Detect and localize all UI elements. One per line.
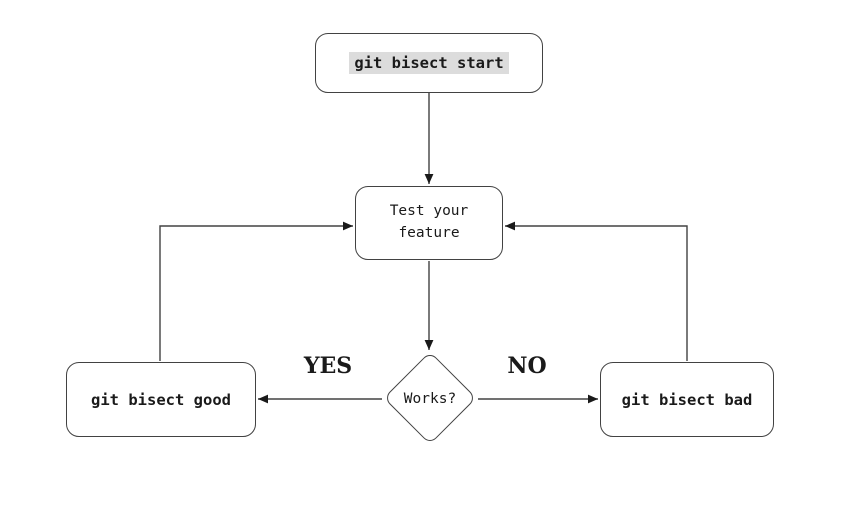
works-decision-label: Works? [403, 391, 457, 407]
test-feature-node: Test your feature [355, 186, 503, 260]
yes-edge-label: YES [303, 353, 353, 379]
bisect-good-node-label: git bisect good [91, 390, 231, 409]
no-edge-label: NO [507, 353, 547, 379]
edge-good-loop-to-test [159, 221, 353, 361]
start-node-label: git bisect start [349, 52, 509, 74]
start-node: git bisect start [315, 33, 543, 93]
bisect-bad-node-label: git bisect bad [621, 390, 753, 409]
edge-bad-loop-to-test [505, 221, 688, 361]
test-feature-node-label: Test your feature [389, 203, 469, 241]
bisect-good-node: git bisect good [66, 362, 256, 437]
bisect-bad-node: git bisect bad [600, 362, 774, 437]
